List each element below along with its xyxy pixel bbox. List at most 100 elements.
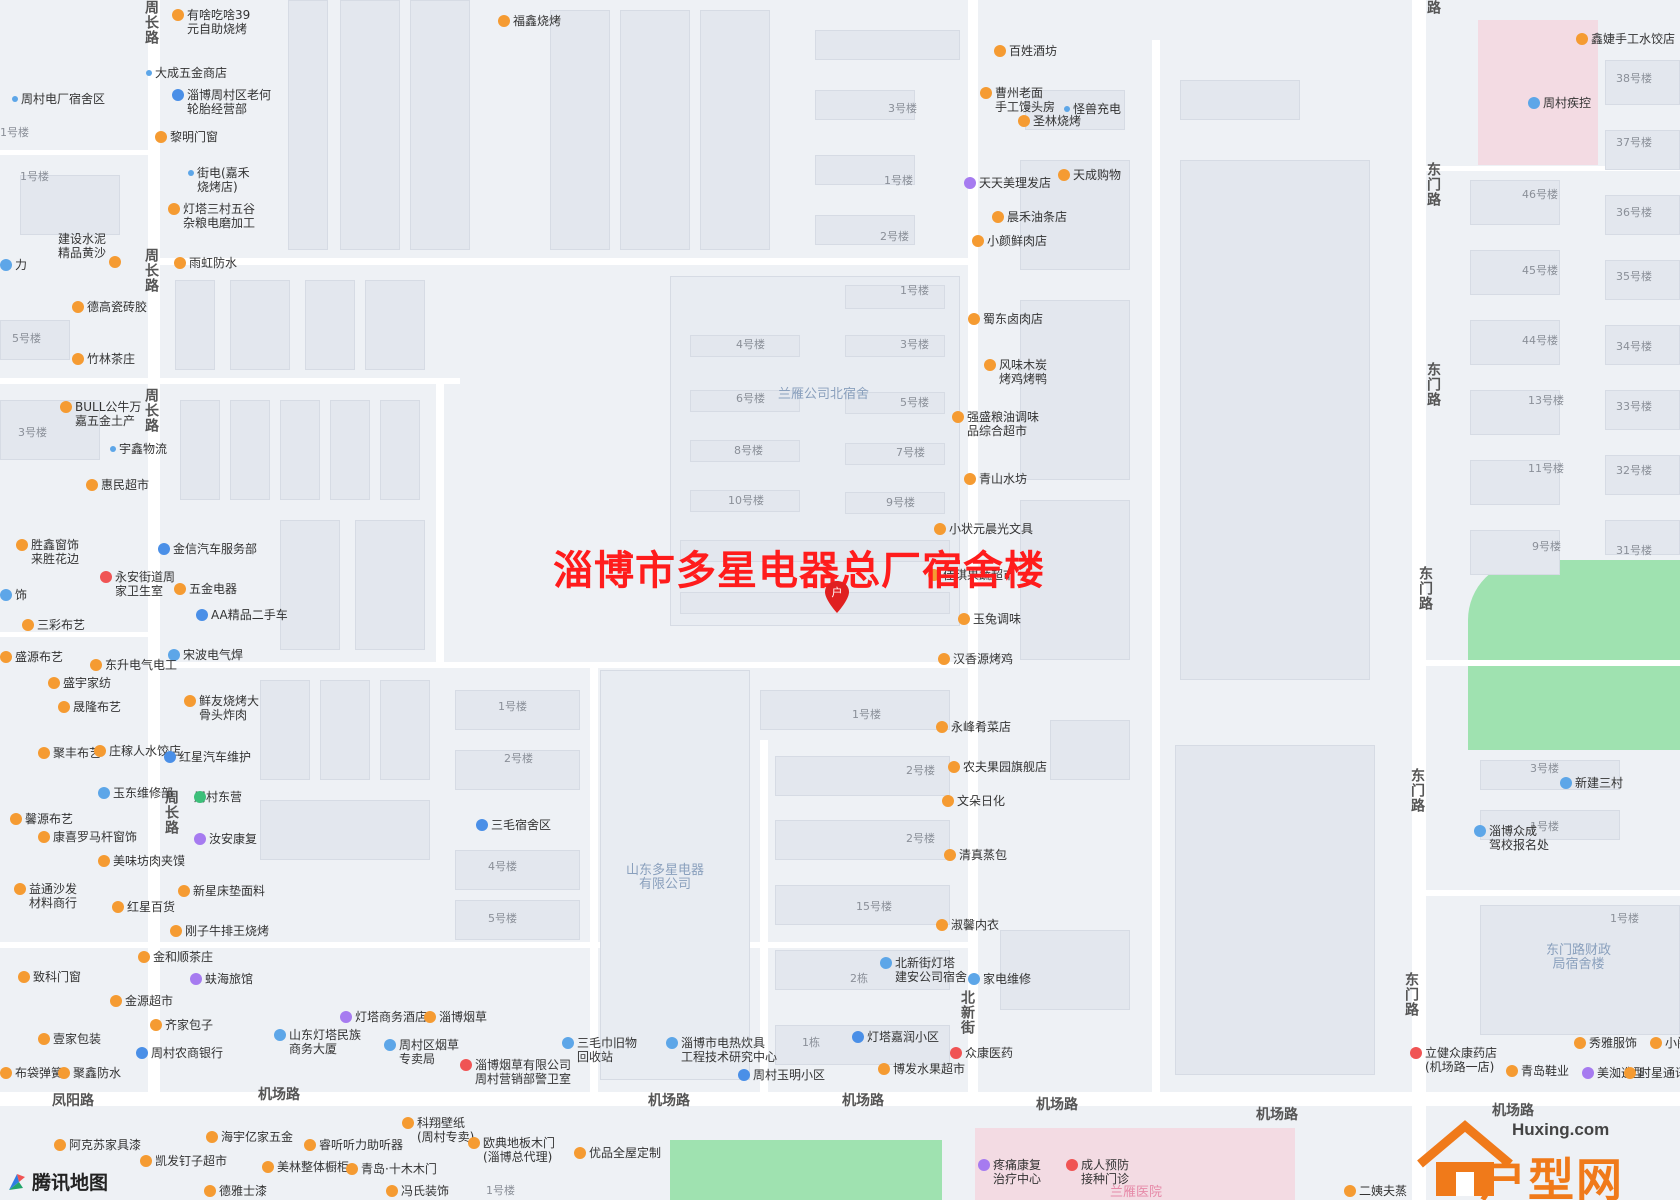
poi[interactable]: 新建三村 <box>1560 776 1623 790</box>
poi[interactable]: 青山水坊 <box>964 472 1027 486</box>
poi[interactable]: 刚子牛排王烧烤 <box>170 924 269 938</box>
poi[interactable]: 博发水果超市 <box>878 1062 965 1076</box>
poi[interactable]: 康喜罗马杆窗饰 <box>38 830 137 844</box>
poi[interactable]: 科翔壁纸 (周村专卖) <box>402 1116 474 1144</box>
poi[interactable]: 有啥吃啥39 元自助烧烤 <box>172 8 250 36</box>
poi[interactable]: 馨源布艺 <box>10 812 73 826</box>
poi[interactable]: 淄博市电热炊具 工程技术研究中心 <box>666 1036 777 1064</box>
poi[interactable]: 玉兔调味 <box>958 612 1021 626</box>
poi[interactable]: 周村农商银行 <box>136 1046 223 1060</box>
poi[interactable]: 永安街道周 家卫生室 <box>100 570 175 598</box>
poi[interactable]: 凯发钉子超市 <box>140 1154 227 1168</box>
poi[interactable]: 小阁家 <box>1650 1036 1680 1050</box>
poi[interactable]: 欧典地板木门 (淄博总代理) <box>468 1136 555 1164</box>
poi[interactable]: 盛宇家纺 <box>48 676 111 690</box>
poi[interactable]: 睿听听力助听器 <box>304 1138 403 1152</box>
poi[interactable]: 德高瓷砖胶 <box>72 300 147 314</box>
poi[interactable]: 强盛粮油调味 品综合超市 <box>952 410 1039 438</box>
poi[interactable]: 山东灯塔民族 商务大厦 <box>274 1028 361 1056</box>
east-road[interactable] <box>1426 660 1680 666</box>
poi[interactable]: 壹家包装 <box>38 1032 101 1046</box>
poi[interactable]: 金源超市 <box>110 994 173 1008</box>
poi[interactable]: 天成购物 <box>1058 168 1121 182</box>
side-road-2[interactable] <box>760 740 768 1092</box>
poi[interactable]: 文朵日化 <box>942 794 1005 808</box>
mid-road-1[interactable] <box>160 258 968 265</box>
poi[interactable]: 汝安康复 <box>194 832 257 846</box>
poi[interactable]: 胜鑫窗饰 来胜花边 <box>16 538 79 566</box>
poi[interactable]: 淄博周村区老何 轮胎经营部 <box>172 88 271 116</box>
poi[interactable]: 饰 <box>0 588 27 602</box>
side-road-3[interactable] <box>590 668 598 1092</box>
poi[interactable]: 清真蒸包 <box>944 848 1007 862</box>
poi[interactable]: 齐家包子 <box>150 1018 213 1032</box>
poi[interactable]: 蜀东卤肉店 <box>968 312 1043 326</box>
side-road-6[interactable] <box>0 150 148 155</box>
side-road-5[interactable] <box>0 632 160 637</box>
poi[interactable]: 聚丰布艺 <box>38 746 101 760</box>
side-road-7[interactable] <box>1426 166 1680 171</box>
poi[interactable]: 怪兽充电 <box>1064 102 1121 116</box>
poi[interactable]: 美味坊肉夹馍 <box>98 854 185 868</box>
poi[interactable]: 永峰肴菜店 <box>936 720 1011 734</box>
poi[interactable]: 建设水泥 精品黄沙 <box>58 232 122 268</box>
poi[interactable]: 红星汽车维护 <box>164 750 251 764</box>
poi[interactable]: 红星百货 <box>112 900 175 914</box>
poi[interactable]: 成人预防 接种门诊 <box>1066 1158 1129 1186</box>
poi[interactable]: 盛源布艺 <box>0 650 63 664</box>
jichang-road[interactable] <box>0 1092 1680 1106</box>
mid-road-2[interactable] <box>0 378 460 384</box>
poi[interactable]: 风味木炭 烤鸡烤鸭 <box>984 358 1047 386</box>
poi[interactable]: 时星通讯 <box>1624 1066 1680 1080</box>
poi[interactable]: 街电(嘉禾 烧烤店) <box>188 166 250 194</box>
poi[interactable]: 阿克苏家具漆 <box>54 1138 141 1152</box>
poi[interactable]: 德雅士漆 <box>204 1184 267 1198</box>
poi[interactable]: 曹州老面 手工馒头房 <box>980 86 1055 114</box>
side-road-1[interactable] <box>1152 40 1160 1092</box>
poi[interactable]: 福鑫烧烤 <box>498 14 561 28</box>
poi[interactable]: 致科门窗 <box>18 970 81 984</box>
poi[interactable]: 淄博烟草 <box>424 1010 487 1024</box>
mid-road-3[interactable] <box>160 662 968 668</box>
poi[interactable]: 宋波电气焊 <box>168 648 243 662</box>
poi[interactable]: 三毛宿舍区 <box>476 818 551 832</box>
poi[interactable]: BULL公牛万 嘉五金土产 <box>60 400 141 428</box>
poi[interactable]: 金和顺茶庄 <box>138 950 213 964</box>
poi[interactable]: 淄博烟草有限公司 周村营销部警卫室 <box>460 1058 571 1086</box>
poi[interactable]: 鑫婕手工水饺店 <box>1576 32 1675 46</box>
poi[interactable]: 淄博众成 驾校报名处 <box>1474 824 1549 852</box>
poi[interactable]: 三彩布艺 <box>22 618 85 632</box>
poi[interactable]: 晟隆布艺 <box>58 700 121 714</box>
poi[interactable]: 百姓酒坊 <box>994 44 1057 58</box>
poi[interactable]: 冯氏装饰 <box>386 1184 449 1198</box>
poi[interactable]: 黎明门窗 <box>155 130 218 144</box>
poi[interactable]: 天天美理发店 <box>964 176 1051 190</box>
poi[interactable]: 美林整体橱柜 <box>262 1160 349 1174</box>
poi[interactable]: 灯塔三村五谷 杂粮电磨加工 <box>168 202 255 230</box>
poi[interactable]: 立健众康药店 (机场路一店) <box>1410 1046 1497 1074</box>
poi[interactable]: 金信汽车服务部 <box>158 542 257 556</box>
poi[interactable]: 周村东营 <box>194 790 243 804</box>
poi[interactable]: 竹林茶庄 <box>72 352 135 366</box>
poi[interactable]: 大成五金商店 <box>146 66 227 80</box>
poi[interactable]: 青岛鞋业 <box>1506 1064 1569 1078</box>
poi[interactable]: 家电维修 <box>968 972 1031 986</box>
poi[interactable]: 海宇亿家五金 <box>206 1130 293 1144</box>
poi[interactable]: 汉香源烤鸡 <box>938 652 1013 666</box>
poi[interactable]: 优品全屋定制 <box>574 1146 661 1160</box>
poi[interactable]: 二姨夫蒸 <box>1344 1184 1407 1198</box>
poi[interactable]: 聚鑫防水 <box>58 1066 121 1080</box>
poi[interactable]: 新星床垫面料 <box>178 884 265 898</box>
poi[interactable]: 青岛·十木木门 <box>346 1162 437 1176</box>
poi[interactable]: 惠民超市 <box>86 478 149 492</box>
poi[interactable]: 圣林烧烤 <box>1018 114 1081 128</box>
poi[interactable]: 力 <box>0 258 27 272</box>
poi[interactable]: 布袋弹簧 <box>0 1066 63 1080</box>
poi[interactable]: 蚨海旅馆 <box>190 972 253 986</box>
poi[interactable]: 疼痛康复 治疗中心 <box>978 1158 1041 1186</box>
poi[interactable]: 玉东维修部 <box>98 786 173 800</box>
poi[interactable]: 五金电器 <box>174 582 237 596</box>
dongmen-road[interactable] <box>1412 0 1426 1200</box>
poi[interactable]: 灯塔商务酒店 <box>340 1010 427 1024</box>
